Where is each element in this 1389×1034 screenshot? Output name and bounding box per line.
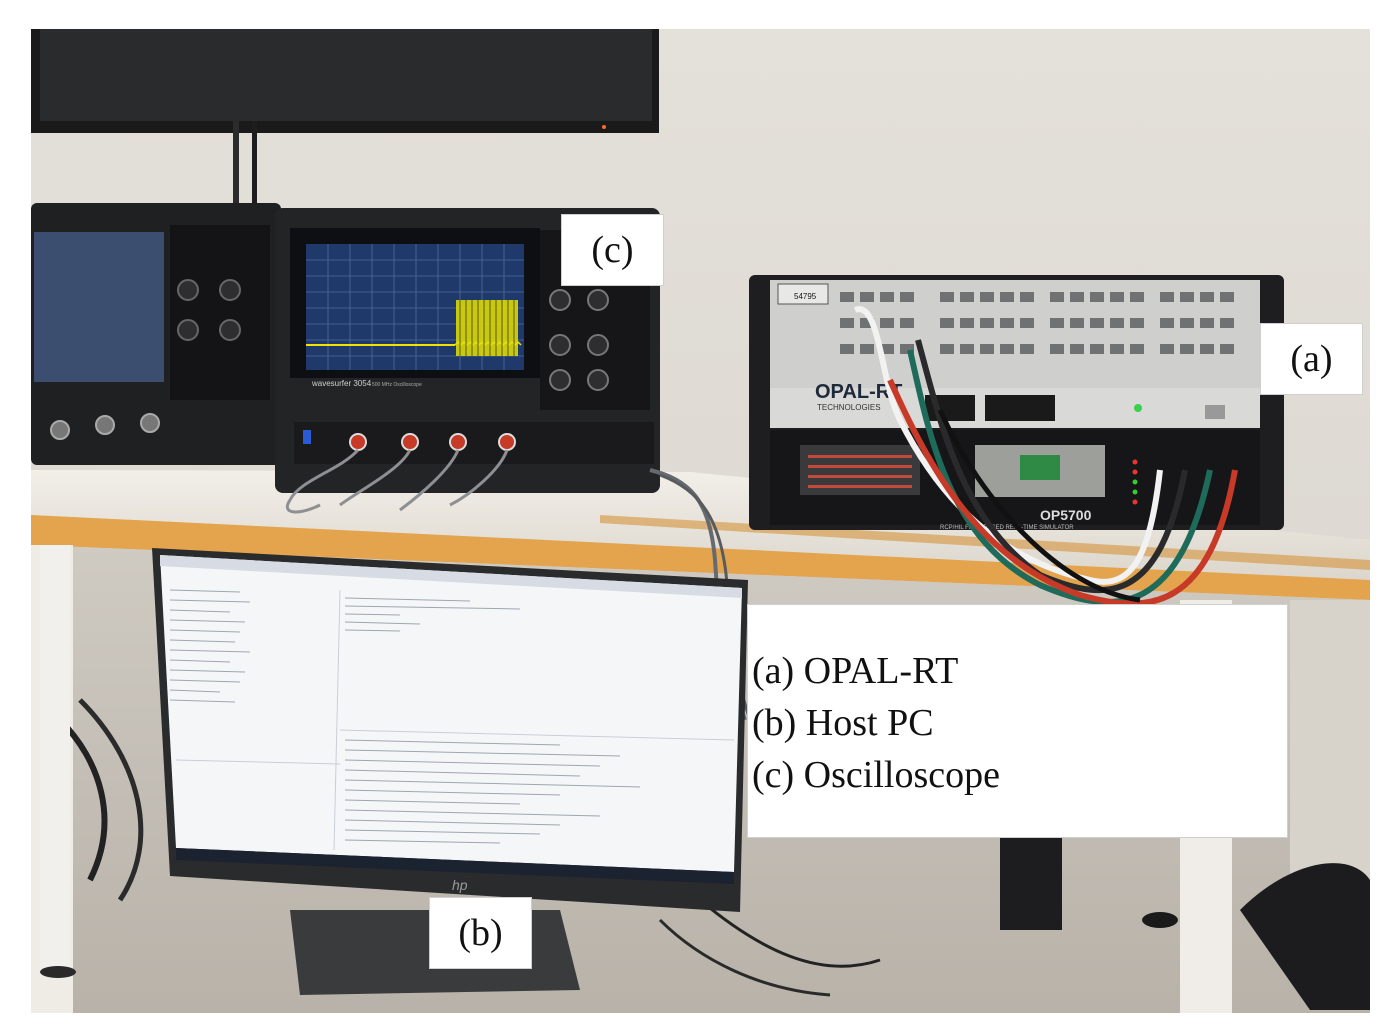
label-host-pc: (b) [429, 897, 532, 969]
scope-model-text: wavesurfer 3054 [311, 379, 372, 388]
hp-logo-icon: hp [452, 877, 468, 893]
opal-brand-sub-text: TECHNOLOGIES [817, 403, 881, 412]
opal-cables [853, 306, 1238, 607]
opal-model-sub-text: RCP/HIL FPGA-BASED REAL-TIME SIMULATOR [940, 525, 1074, 531]
legend-item-host-pc: (b) Host PC [752, 702, 934, 744]
legend-item-oscilloscope: (c) Oscilloscope [752, 754, 1000, 796]
legend-item-opal-rt: (a) OPAL-RT [752, 650, 959, 692]
scope-sub-text: 500 MHz Oscilloscope [372, 382, 422, 388]
opal-brand-text: OPAL-RT [815, 381, 902, 403]
oscilloscope-left [31, 203, 281, 465]
legend-box: (a) OPAL-RT (b) Host PC (c) Oscilloscope [747, 604, 1288, 838]
host-pc-monitor [152, 548, 748, 995]
opal-model-text: OP5700 [1040, 507, 1092, 523]
opal-rt-simulator [749, 275, 1284, 530]
wall-monitor [31, 29, 659, 211]
label-oscilloscope: (c) [561, 214, 664, 286]
label-opal-rt: (a) [1260, 323, 1363, 395]
opal-serial-text: 54795 [794, 292, 817, 301]
bench-leg-left [40, 545, 70, 975]
